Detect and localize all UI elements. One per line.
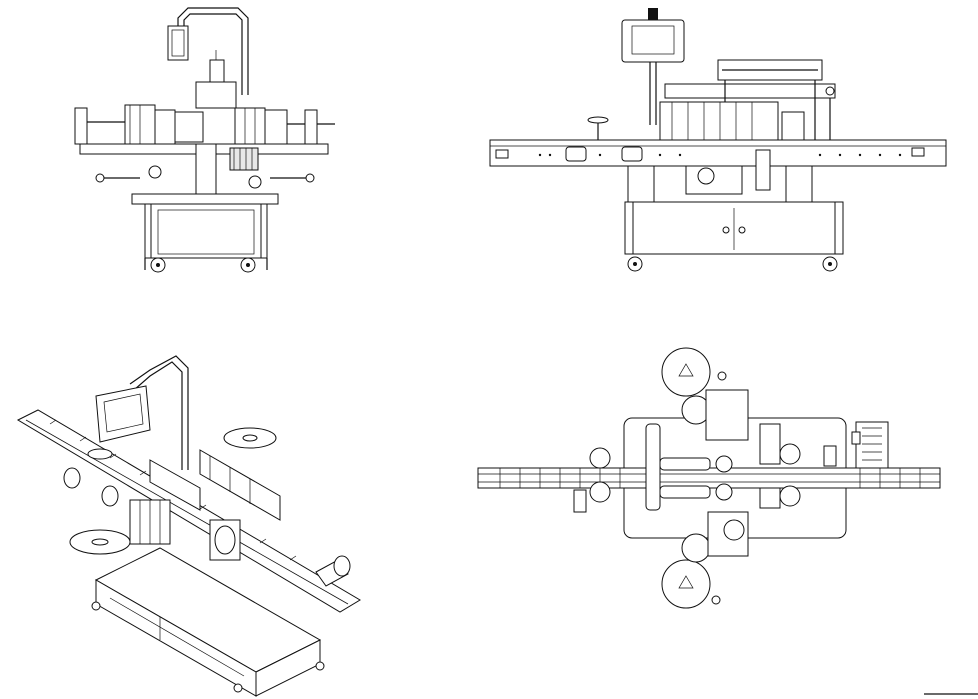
top-motor-icon	[851, 421, 889, 469]
isometric-view	[16, 355, 361, 697]
top-lower-label-roll-icon	[661, 559, 721, 609]
front-label-heads	[124, 104, 288, 147]
iso-motor-icon	[315, 555, 351, 587]
front-caster-wheel-icon	[144, 257, 268, 273]
side-caster-wheel-icon	[627, 256, 838, 272]
side-conveyor-holes	[538, 153, 902, 157]
top-conveyor	[477, 467, 941, 489]
front-touchscreen-icon	[167, 25, 189, 61]
iso-overhead-arm	[133, 361, 183, 470]
iso-caster-wheel-icon	[91, 601, 325, 693]
top-view	[477, 347, 941, 609]
iso-label-roll-icon	[69, 427, 277, 555]
top-conveyor-chain	[478, 468, 940, 488]
front-view	[74, 7, 335, 273]
iso-touchscreen-icon	[95, 385, 151, 443]
front-overhead-arm	[177, 7, 249, 95]
front-cabinet	[144, 203, 268, 259]
side-view	[489, 8, 947, 272]
side-conveyor	[489, 139, 947, 167]
top-upper-label-roll-icon	[661, 347, 727, 397]
